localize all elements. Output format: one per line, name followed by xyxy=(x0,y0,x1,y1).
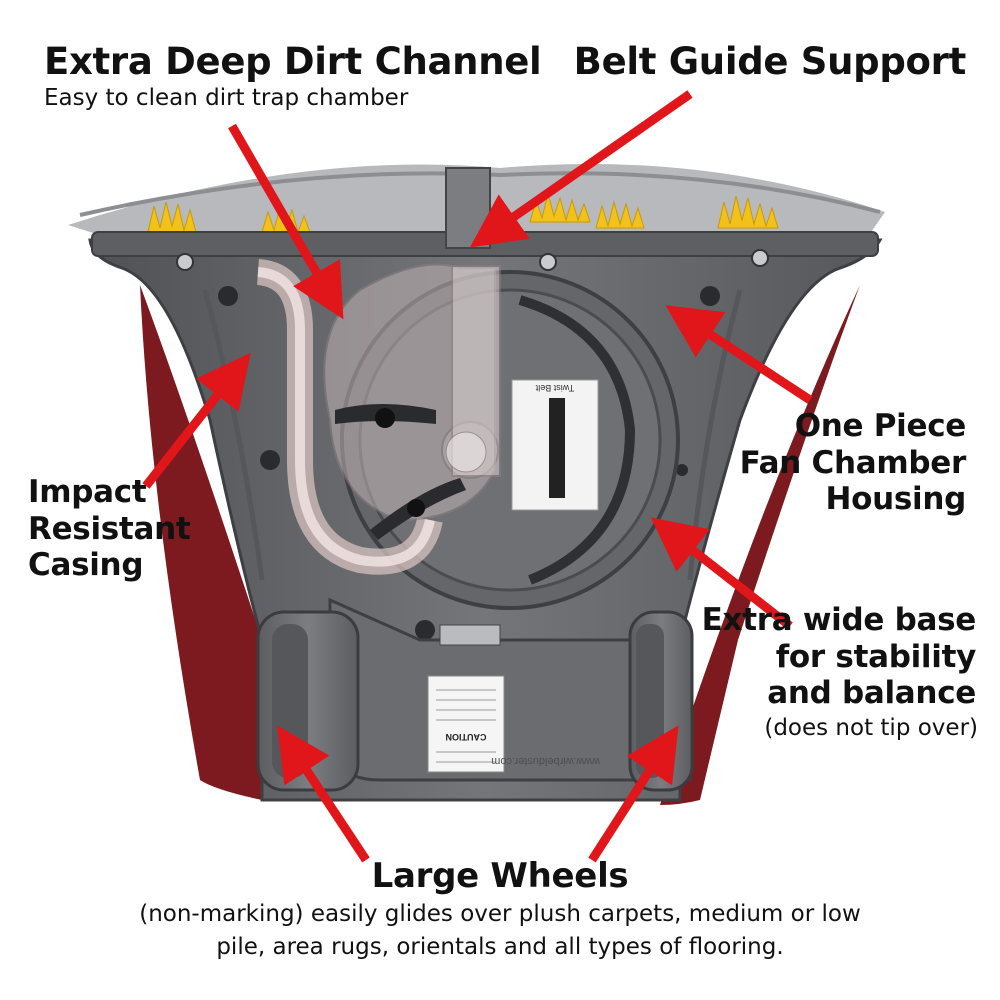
callout-base-line: Extra wide base xyxy=(701,602,977,638)
belt-guide-post xyxy=(445,167,491,249)
callout-wheels-line: (non-marking) easily glides over plush c… xyxy=(139,901,861,927)
callout-belt-guide-title: Belt Guide Support xyxy=(573,40,967,83)
arrow-left-wheel xyxy=(277,725,370,863)
callout-casing-line: Casing xyxy=(28,547,144,584)
arrow-base xyxy=(650,517,793,630)
callout-casing-line: Impact xyxy=(28,474,147,510)
latch-clips xyxy=(335,404,466,540)
callout-base-note: (does not tip over) xyxy=(764,715,978,741)
base-red-edge xyxy=(140,285,860,805)
callout-arrows xyxy=(142,90,813,863)
callout-base-line: and balance xyxy=(767,675,976,712)
arrow-dirt-channel xyxy=(228,123,344,320)
callout-dirt-channel-subtitle: Easy to clean dirt trap chamber xyxy=(44,85,409,111)
left-wheel xyxy=(256,610,360,792)
clear-dirt-channel xyxy=(256,259,501,575)
callout-fan-chamber: One Piece Fan Chamber Housing xyxy=(666,408,967,518)
arrow-belt-guide xyxy=(469,90,693,248)
arrow-right-wheel xyxy=(588,725,679,863)
callout-fan-chamber-line: One Piece xyxy=(794,408,967,444)
callout-dirt-channel-title: Extra Deep Dirt Channel xyxy=(44,40,542,83)
callout-fan-chamber-line: Fan Chamber xyxy=(739,444,967,481)
arrow-fan-chamber xyxy=(665,305,813,404)
callout-casing: Impact Resistant Casing xyxy=(28,474,228,584)
arrow-casing xyxy=(142,352,251,489)
callout-base-line: for stability xyxy=(775,638,977,675)
callout-wheels-line: pile, area rugs, orientals and all types… xyxy=(216,934,784,961)
caution-title: CAUTION xyxy=(446,732,487,742)
callout-fan-chamber-line: Housing xyxy=(825,481,966,518)
caution-label: CAUTION xyxy=(427,675,505,773)
belt-sticker-text: Twist Belt xyxy=(535,383,574,393)
callout-wheels-title: Large Wheels xyxy=(371,856,629,896)
callout-base: Extra wide base for stability and balanc… xyxy=(676,602,977,712)
callout-wheels-description: (non-marking) easily glides over plush c… xyxy=(60,898,940,965)
belt-sticker: Twist Belt xyxy=(511,379,599,511)
callout-casing-line: Resistant xyxy=(28,510,191,547)
website-emboss: www.wirbelduster.com xyxy=(491,755,601,767)
brush-bristles xyxy=(147,192,779,234)
